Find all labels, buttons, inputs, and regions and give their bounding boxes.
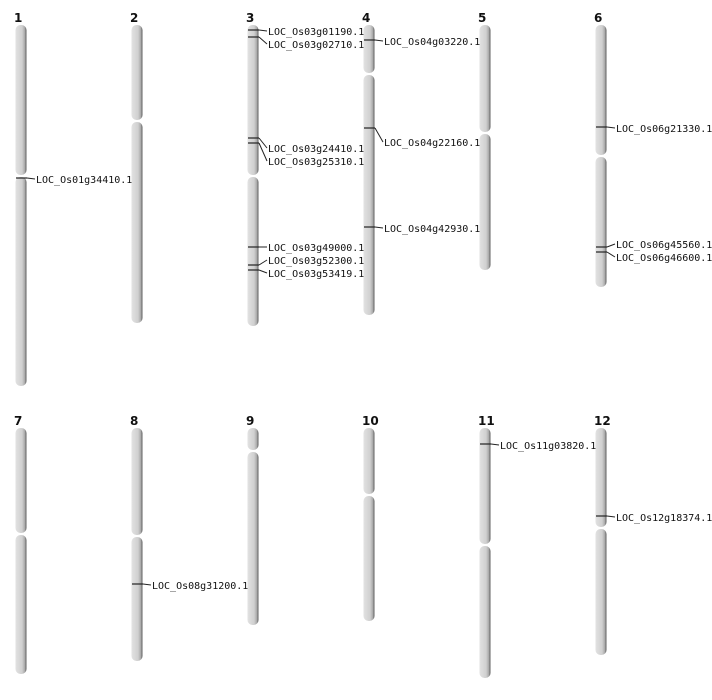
chromosome-number: 11 xyxy=(478,414,495,428)
gene-label: LOC_Os03g25310.1 xyxy=(268,157,364,168)
chromosome-arm-short xyxy=(363,428,375,494)
marker-connector xyxy=(258,137,268,149)
gene-label: LOC_Os03g01190.1 xyxy=(268,27,364,38)
marker-connector xyxy=(374,226,384,229)
chromosome-arm-short xyxy=(595,25,607,155)
chromosome-2: 2 xyxy=(130,11,143,323)
gene-label: LOC_Os06g46600.1 xyxy=(616,253,712,264)
gene-label: LOC_Os06g45560.1 xyxy=(616,240,712,251)
chromosome-arm-short xyxy=(247,25,259,175)
marker-connector xyxy=(258,29,268,32)
chromosome-arm-long xyxy=(247,452,259,625)
chromosome-arm-short xyxy=(595,428,607,527)
chromosome-number: 9 xyxy=(246,414,254,428)
gene-label: LOC_Os04g42930.1 xyxy=(384,224,480,235)
gene-label: LOC_Os04g22160.1 xyxy=(384,138,480,149)
marker-connector xyxy=(258,142,268,162)
gene-label: LOC_Os04g03220.1 xyxy=(384,37,480,48)
chromosome-number: 8 xyxy=(130,414,138,428)
chromosome-5: 5 xyxy=(478,11,491,270)
marker-connector xyxy=(606,243,616,248)
chromosome-arm-long xyxy=(595,529,607,655)
chromosome-9: 9 xyxy=(246,414,259,625)
chromosome-arm-long xyxy=(131,122,143,323)
chromosome-number: 7 xyxy=(14,414,22,428)
marker-connector xyxy=(606,515,616,518)
marker-connector xyxy=(374,39,384,42)
chromosome-arm-long xyxy=(363,75,375,315)
chromosome-number: 4 xyxy=(362,11,370,25)
marker-connector xyxy=(142,583,152,586)
marker-connector xyxy=(606,126,616,129)
gene-label: LOC_Os01g34410.1 xyxy=(36,175,132,186)
chromosome-10: 10 xyxy=(362,414,379,621)
marker-connector xyxy=(258,269,268,274)
marker-connector xyxy=(26,177,36,180)
chromosome-arm-short xyxy=(131,25,143,120)
chromosome-arm-long xyxy=(15,177,27,386)
gene-label: LOC_Os03g24410.1 xyxy=(268,144,364,155)
chromosome-number: 2 xyxy=(130,11,138,25)
marker-connector xyxy=(374,127,384,143)
marker-connector xyxy=(258,259,268,266)
chromosome-number: 12 xyxy=(594,414,611,428)
gene-label: LOC_Os03g02710.1 xyxy=(268,40,364,51)
gene-label: LOC_Os03g53419.1 xyxy=(268,269,364,280)
chromosome-arm-long xyxy=(595,157,607,287)
gene-label: LOC_Os08g31200.1 xyxy=(152,581,248,592)
chromosome-arm-short xyxy=(247,428,259,450)
chromosome-4: 4LOC_Os04g03220.1LOC_Os04g22160.1LOC_Os0… xyxy=(362,11,480,315)
chromosome-number: 10 xyxy=(362,414,379,428)
marker-connector xyxy=(490,443,500,446)
marker-connector xyxy=(606,251,616,258)
chromosome-3: 3LOC_Os03g01190.1LOC_Os03g02710.1LOC_Os0… xyxy=(246,11,364,326)
chromosome-arm-short xyxy=(15,25,27,175)
chromosome-arm-short xyxy=(15,428,27,533)
marker-connector xyxy=(258,36,268,45)
chromosome-arm-short xyxy=(363,25,375,73)
chromosome-arm-long xyxy=(479,134,491,270)
chromosome-number: 6 xyxy=(594,11,602,25)
gene-label: LOC_Os11g03820.1 xyxy=(500,441,596,452)
chromosome-number: 1 xyxy=(14,11,22,25)
chromosome-7: 7 xyxy=(14,414,27,674)
gene-label: LOC_Os03g49000.1 xyxy=(268,243,364,254)
gene-label: LOC_Os12g18374.1 xyxy=(616,513,712,524)
chromosome-number: 3 xyxy=(246,11,254,25)
chromosome-6: 6LOC_Os06g21330.1LOC_Os06g45560.1LOC_Os0… xyxy=(594,11,712,287)
chromosome-arm-short xyxy=(479,25,491,132)
gene-label: LOC_Os06g21330.1 xyxy=(616,124,712,135)
chromosome-arm-long xyxy=(15,535,27,674)
gene-label: LOC_Os03g52300.1 xyxy=(268,256,364,267)
chromosome-arm-long xyxy=(247,177,259,326)
chromosome-arm-long xyxy=(479,546,491,678)
chromosome-number: 5 xyxy=(478,11,486,25)
chromosome-arm-short xyxy=(131,428,143,535)
chromosome-arm-long xyxy=(131,537,143,661)
chromosome-arm-long xyxy=(363,496,375,621)
chromosome-arm-short xyxy=(479,428,491,544)
